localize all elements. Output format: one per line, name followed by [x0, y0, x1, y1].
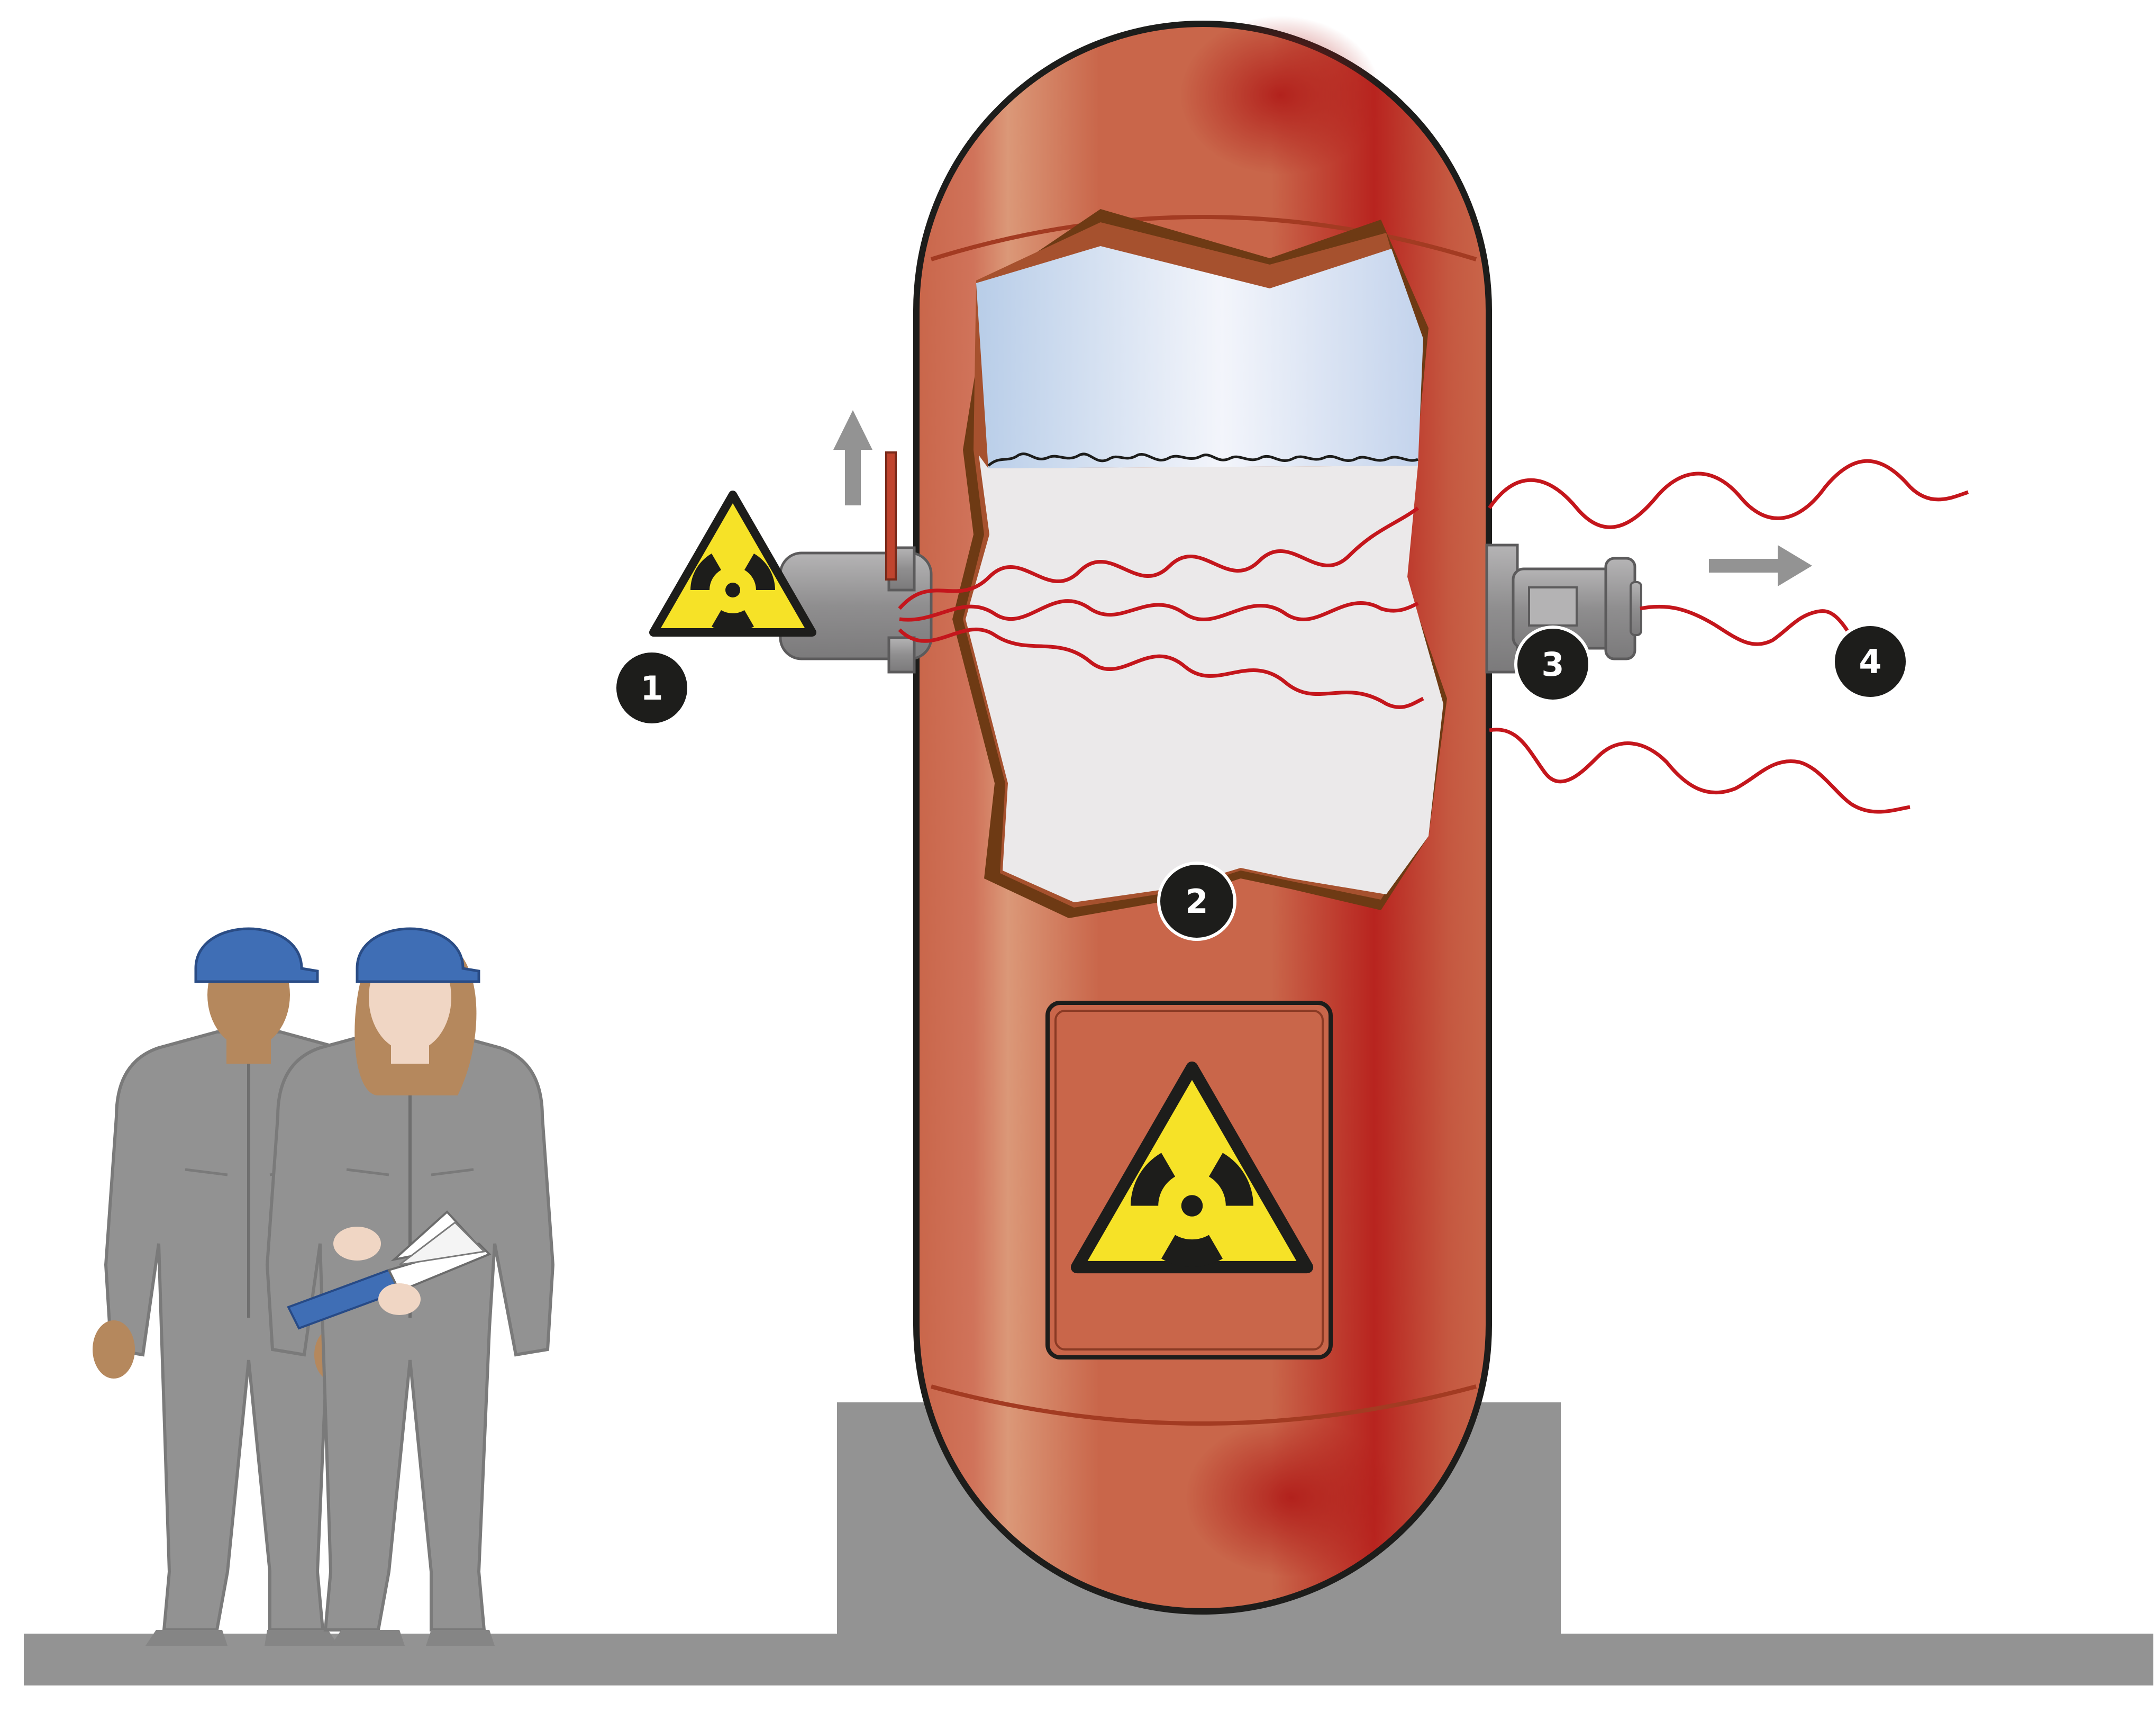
source-shutter-rod: [885, 451, 897, 581]
liquid-contents: [966, 455, 1443, 902]
vessel-cutaway: [952, 209, 1447, 918]
worker-left-helmet: [194, 927, 319, 983]
svg-text:3: 3: [1541, 645, 1564, 684]
callout-3: 3: [1514, 626, 1591, 703]
arrow-up-icon: [833, 410, 872, 505]
svg-text:1: 1: [640, 669, 663, 708]
callout-1: 1: [613, 649, 690, 727]
worker-right: [267, 927, 553, 1646]
detector: [1485, 543, 1642, 674]
arrow-right-icon: [1709, 545, 1812, 586]
callout-2: 2: [1157, 862, 1236, 941]
source-holder: [779, 451, 933, 674]
transmitted-wave-top: [1488, 459, 1969, 529]
transmitted-wave-bottom: [1489, 728, 1911, 814]
liquid-surface: [987, 452, 1418, 467]
svg-text:4: 4: [1859, 642, 1881, 681]
callout-4: 4: [1832, 623, 1909, 700]
radiation-waves: [898, 459, 1969, 814]
svg-text:2: 2: [1185, 882, 1208, 921]
worker-right-helmet: [356, 927, 480, 983]
